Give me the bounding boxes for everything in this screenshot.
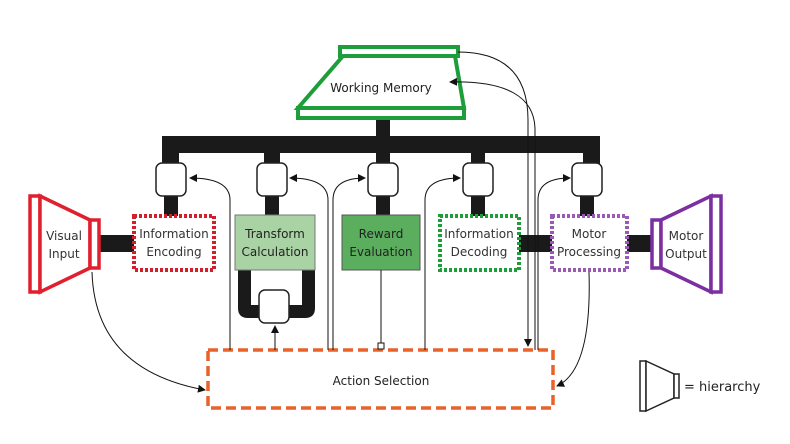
visual-input-label: Visual bbox=[46, 229, 82, 243]
legend-label: = hierarchy bbox=[684, 380, 761, 395]
information-decoding-box bbox=[438, 214, 521, 272]
reward-evaluation-box bbox=[341, 214, 421, 271]
arrows bbox=[91, 51, 590, 393]
motor-output-label: Output bbox=[665, 247, 707, 261]
information-encoding-label: Encoding bbox=[146, 245, 201, 259]
motor-output-label: Motor bbox=[669, 229, 704, 243]
connectors bbox=[155, 162, 603, 324]
reward-evaluation-label: Evaluation bbox=[349, 245, 412, 259]
connector-encoding bbox=[155, 162, 187, 197]
information-decoding-label: Decoding bbox=[451, 245, 508, 259]
working-memory bbox=[293, 45, 467, 120]
motor-processing-label: Motor bbox=[572, 227, 607, 241]
connector-reward bbox=[367, 162, 399, 197]
action-selection-box bbox=[206, 348, 555, 410]
action-selection-label: Action Selection bbox=[333, 374, 430, 388]
information-decoding-label: Information bbox=[444, 227, 513, 241]
information-encoding-box bbox=[132, 214, 216, 272]
motor-processing-label: Processing bbox=[557, 245, 621, 259]
motor-processing-box bbox=[550, 214, 629, 272]
transform-calculation-label: Calculation bbox=[242, 245, 309, 259]
connector-transform bbox=[256, 162, 288, 197]
transform-calculation-box bbox=[234, 214, 316, 271]
transform-calculation-label: Transform bbox=[244, 227, 305, 241]
connector-transform-loop bbox=[258, 289, 290, 324]
information-encoding-label: Information bbox=[139, 227, 208, 241]
bus bbox=[99, 116, 652, 318]
motor-output bbox=[650, 193, 723, 295]
working-memory-label: Working Memory bbox=[330, 81, 432, 95]
hierarchy-legend-icon bbox=[639, 359, 680, 413]
reward-evaluation-label: Reward bbox=[359, 227, 404, 241]
connector-motor bbox=[571, 162, 603, 197]
visual-input-label: Input bbox=[48, 247, 79, 261]
visual-input bbox=[28, 193, 101, 295]
connector-decoding bbox=[462, 162, 494, 197]
